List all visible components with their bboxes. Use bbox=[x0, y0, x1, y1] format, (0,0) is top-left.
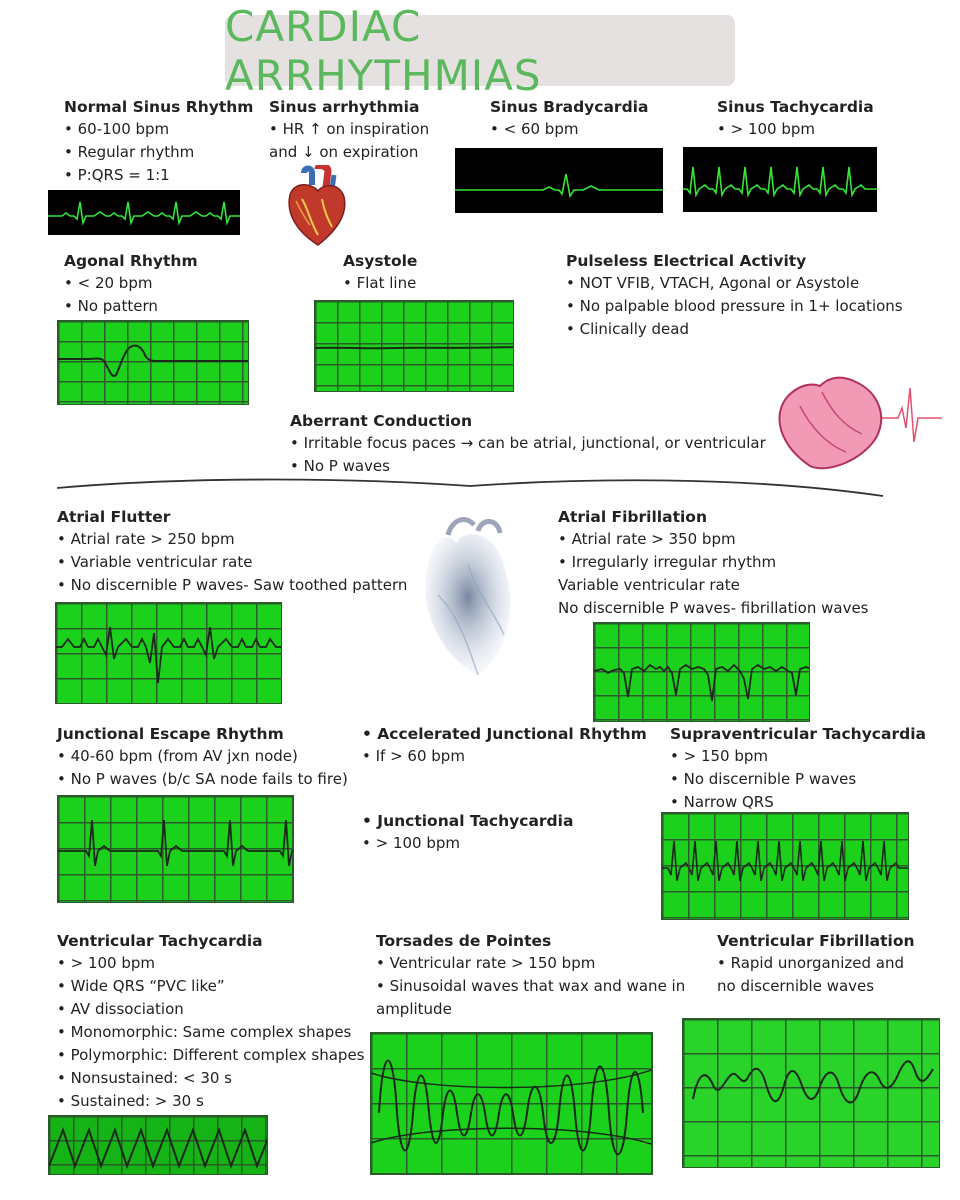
section-line: • No discernible P waves- Saw toothed pa… bbox=[57, 576, 408, 594]
section-line: • No palpable blood pressure in 1+ locat… bbox=[566, 297, 903, 315]
ecg-grid-atrial-flutter bbox=[55, 602, 282, 704]
section-junctional-tachycardia: • Junctional Tachycardia • > 100 bpm bbox=[362, 810, 573, 855]
section-line: • Wide QRS “PVC like” bbox=[57, 977, 225, 995]
section-title: Supraventricular Tachycardia bbox=[670, 725, 926, 743]
section-title: • Accelerated Junctional Rhythm bbox=[362, 725, 647, 743]
section-title: Ventricular Fibrillation bbox=[717, 932, 915, 950]
section-sinus-tachycardia: Sinus Tachycardia • > 100 bpm bbox=[717, 96, 874, 141]
section-line: • AV dissociation bbox=[57, 1000, 184, 1018]
ecg-strip-sinus-bradycardia bbox=[455, 148, 663, 213]
section-line: • NOT VFIB, VTACH, Agonal or Asystole bbox=[566, 274, 860, 292]
section-line: • < 20 bpm bbox=[64, 274, 153, 292]
section-line: • Polymorphic: Different complex shapes bbox=[57, 1046, 365, 1064]
section-sinus-arrhythmia: Sinus arrhythmia • HR ↑ on inspiration a… bbox=[269, 96, 429, 164]
section-line: • Narrow QRS bbox=[670, 793, 774, 811]
section-line: • Atrial rate > 350 bpm bbox=[558, 530, 736, 548]
section-normal-sinus-rhythm: Normal Sinus Rhythm • 60-100 bpm • Regul… bbox=[64, 96, 253, 187]
section-line: • Clinically dead bbox=[566, 320, 689, 338]
section-atrial-flutter: Atrial Flutter • Atrial rate > 250 bpm •… bbox=[57, 506, 407, 597]
brace-divider bbox=[55, 472, 885, 502]
section-line: • 40-60 bpm (from AV jxn node) bbox=[57, 747, 298, 765]
section-title: Ventricular Tachycardia bbox=[57, 932, 263, 950]
section-line: • > 100 bpm bbox=[57, 954, 156, 972]
section-aberrant-conduction: Aberrant Conduction • Irritable focus pa… bbox=[290, 410, 766, 478]
section-agonal-rhythm: Agonal Rhythm • < 20 bpm • No pattern bbox=[64, 250, 198, 318]
heart-ecg-icon bbox=[770, 362, 945, 474]
section-line: • Sustained: > 30 s bbox=[57, 1092, 204, 1110]
section-line: • HR ↑ on inspiration bbox=[269, 120, 430, 138]
section-line: Variable ventricular rate bbox=[558, 576, 740, 594]
section-line: • Flat line bbox=[343, 274, 417, 292]
section-accelerated-junctional-rhythm: • Accelerated Junctional Rhythm • If > 6… bbox=[362, 723, 647, 768]
section-line: • < 60 bpm bbox=[490, 120, 579, 138]
section-pulseless-electrical-activity: Pulseless Electrical Activity • NOT VFIB… bbox=[566, 250, 903, 341]
section-title: • Junctional Tachycardia bbox=[362, 812, 574, 830]
section-line: • > 100 bpm bbox=[717, 120, 816, 138]
section-line: • Monomorphic: Same complex shapes bbox=[57, 1023, 352, 1041]
section-line: • No discernible P waves bbox=[670, 770, 857, 788]
heart-sketch-icon bbox=[408, 505, 528, 695]
section-line: • No pattern bbox=[64, 297, 158, 315]
section-line: • > 100 bpm bbox=[362, 834, 461, 852]
ecg-strip-sinus-tachycardia bbox=[683, 147, 877, 212]
section-line: and ↓ on expiration bbox=[269, 143, 419, 161]
section-title: Sinus Bradycardia bbox=[490, 98, 649, 116]
section-junctional-escape-rhythm: Junctional Escape Rhythm • 40-60 bpm (fr… bbox=[57, 723, 348, 791]
section-atrial-fibrillation: Atrial Fibrillation • Atrial rate > 350 … bbox=[558, 506, 869, 620]
section-line: • P:QRS = 1:1 bbox=[64, 166, 170, 184]
section-line: • No P waves (b/c SA node fails to fire) bbox=[57, 770, 348, 788]
section-sinus-bradycardia: Sinus Bradycardia • < 60 bpm bbox=[490, 96, 648, 141]
ecg-grid-svt bbox=[661, 812, 909, 920]
section-line: • If > 60 bpm bbox=[362, 747, 465, 765]
section-title: Sinus arrhythmia bbox=[269, 98, 420, 116]
ecg-grid-torsades bbox=[370, 1032, 653, 1175]
section-line: • Sinusoidal waves that wax and wane in bbox=[376, 977, 686, 995]
section-line: • > 150 bpm bbox=[670, 747, 769, 765]
section-torsades-de-pointes: Torsades de Pointes • Ventricular rate >… bbox=[376, 930, 685, 1021]
section-title: Atrial Fibrillation bbox=[558, 508, 707, 526]
page-title: CARDIAC ARRHYTHMIAS bbox=[225, 1, 542, 100]
ecg-grid-junctional-escape bbox=[57, 795, 294, 903]
ecg-grid-asystole bbox=[314, 300, 514, 392]
section-line: • Atrial rate > 250 bpm bbox=[57, 530, 235, 548]
section-line: • Regular rhythm bbox=[64, 143, 195, 161]
section-line: no discernible waves bbox=[717, 977, 875, 995]
section-line: • No P waves bbox=[290, 457, 390, 475]
section-supraventricular-tachycardia: Supraventricular Tachycardia • > 150 bpm… bbox=[670, 723, 926, 814]
section-title: Agonal Rhythm bbox=[64, 252, 198, 270]
section-line: • Rapid unorganized and bbox=[717, 954, 904, 972]
ecg-strip-nsr bbox=[48, 190, 240, 235]
section-asystole: Asystole • Flat line bbox=[343, 250, 417, 295]
section-title: Asystole bbox=[343, 252, 418, 270]
section-line: • 60-100 bpm bbox=[64, 120, 170, 138]
section-ventricular-tachycardia: Ventricular Tachycardia • > 100 bpm • Wi… bbox=[57, 930, 365, 1113]
section-line: No discernible P waves- fibrillation wav… bbox=[558, 599, 869, 617]
ecg-grid-atrial-fibrillation bbox=[593, 622, 810, 722]
section-title: Aberrant Conduction bbox=[290, 412, 472, 430]
section-line: • Irregularly irregular rhythm bbox=[558, 553, 777, 571]
section-line: • Irritable focus paces → can be atrial,… bbox=[290, 434, 766, 452]
section-title: Junctional Escape Rhythm bbox=[57, 725, 284, 743]
section-title: Sinus Tachycardia bbox=[717, 98, 874, 116]
section-line: amplitude bbox=[376, 1000, 452, 1018]
ecg-grid-ventricular-tachycardia bbox=[48, 1115, 268, 1175]
ecg-grid-agonal bbox=[57, 320, 249, 405]
heart-anatomy-icon bbox=[282, 165, 352, 247]
section-title: Atrial Flutter bbox=[57, 508, 171, 526]
section-title: Normal Sinus Rhythm bbox=[64, 98, 254, 116]
section-line: • Nonsustained: < 30 s bbox=[57, 1069, 232, 1087]
section-line: • Ventricular rate > 150 bpm bbox=[376, 954, 596, 972]
section-ventricular-fibrillation: Ventricular Fibrillation • Rapid unorgan… bbox=[717, 930, 915, 998]
title-banner: CARDIAC ARRHYTHMIAS bbox=[225, 2, 735, 100]
section-title: Pulseless Electrical Activity bbox=[566, 252, 807, 270]
ecg-grid-ventricular-fibrillation bbox=[682, 1018, 940, 1168]
section-title: Torsades de Pointes bbox=[376, 932, 552, 950]
section-line: • Variable ventricular rate bbox=[57, 553, 253, 571]
